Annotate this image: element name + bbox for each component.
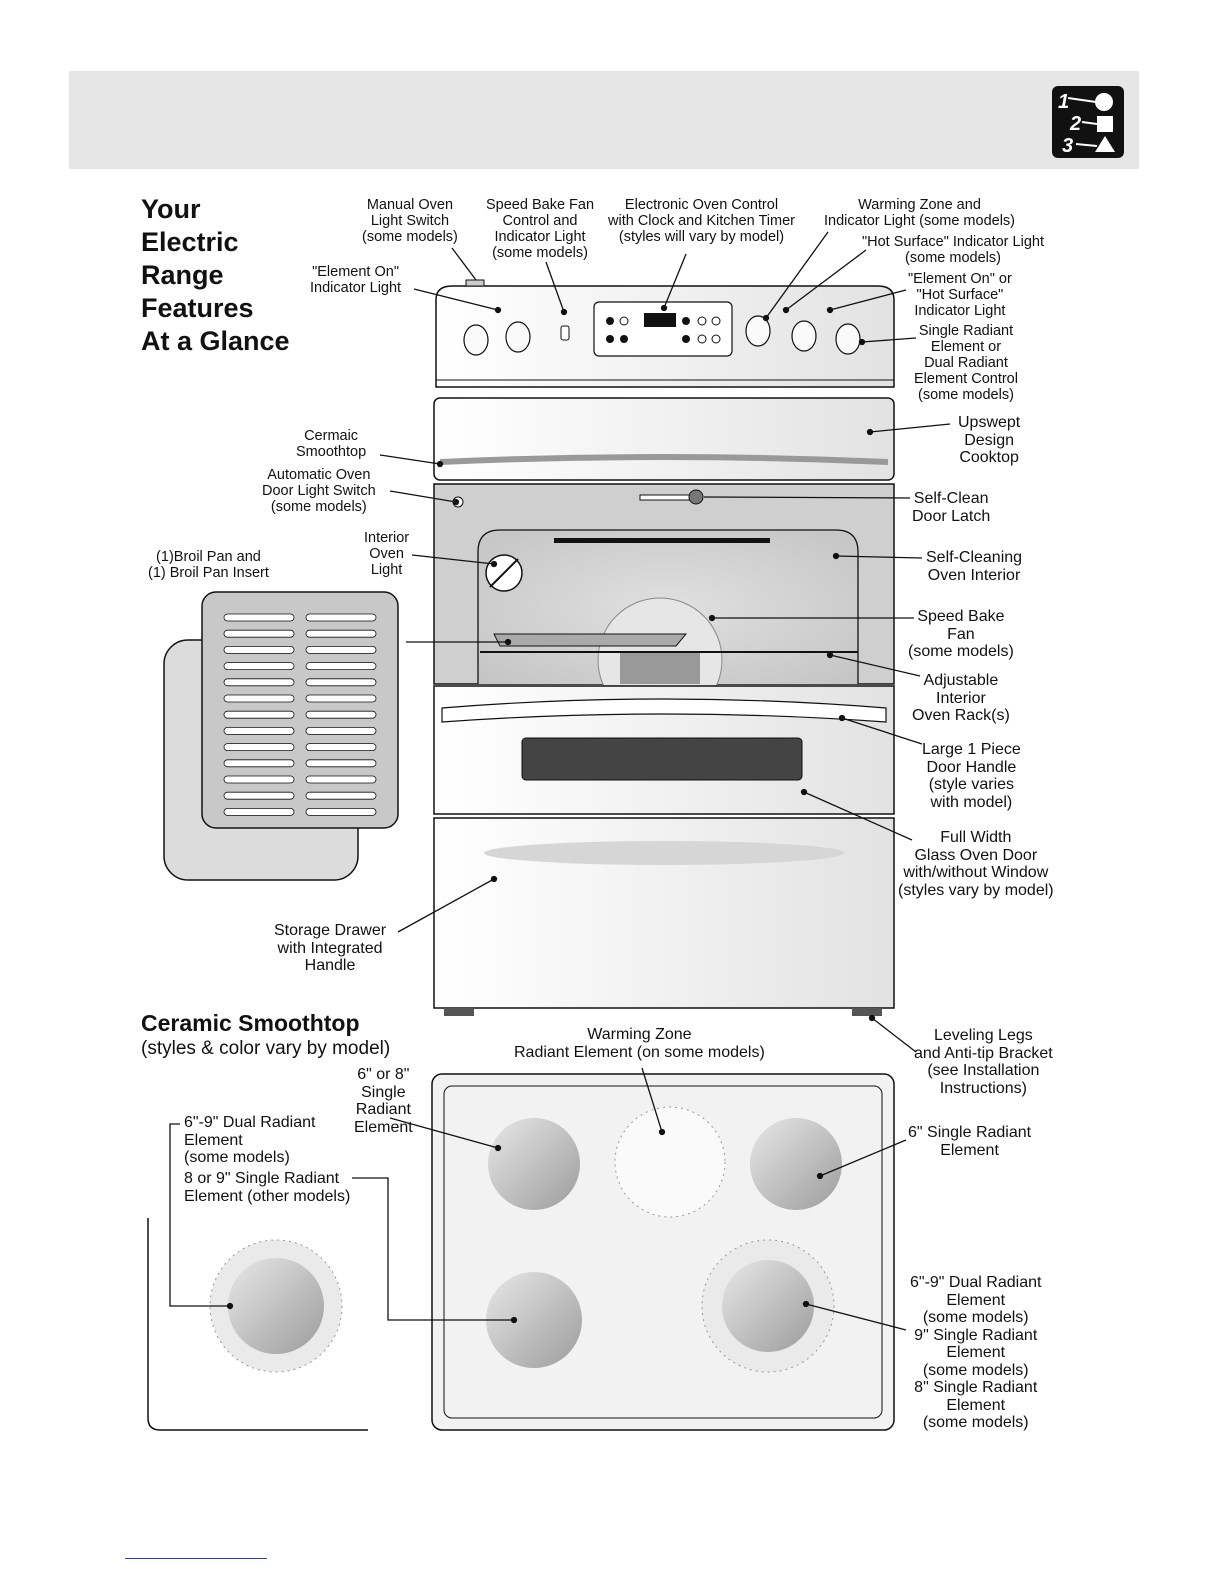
label-single-6-or-8: 6" or 8" Single Radiant Element bbox=[354, 1066, 413, 1136]
broil-slot bbox=[305, 759, 377, 768]
label-speed-bake-fan: Speed Bake Fan (some models) bbox=[908, 608, 1014, 660]
broil-slot bbox=[223, 775, 295, 784]
broil-slot bbox=[223, 694, 295, 703]
label-broil-pan: (1)Broil Pan and (1) Broil Pan Insert bbox=[148, 549, 269, 581]
broil-slot bbox=[305, 791, 377, 800]
leader-lines bbox=[169, 231, 951, 1331]
title-line: Your bbox=[141, 194, 201, 224]
label-upswept-cooktop: Upswept Design Cooktop bbox=[958, 414, 1021, 466]
label-auto-door-light: Automatic Oven Door Light Switch (some m… bbox=[262, 467, 376, 515]
label-self-clean-latch: Self-Clean Door Latch bbox=[912, 490, 991, 525]
label-element-on-or-hot-surface: "Element On" or "Hot Surface" Indicator … bbox=[908, 271, 1012, 319]
burner-right-front bbox=[722, 1260, 814, 1352]
cooktop-heading: Ceramic Smoothtop bbox=[141, 1010, 360, 1036]
page-title: Your Electric Range Features At a Glance bbox=[141, 193, 290, 358]
svg-text:3: 3 bbox=[1062, 135, 1073, 157]
cooktop-front bbox=[433, 397, 895, 481]
cooktop-top-view bbox=[147, 1073, 895, 1431]
broil-slot bbox=[305, 629, 377, 638]
broil-slot bbox=[223, 629, 295, 638]
title-line: Features bbox=[141, 293, 254, 323]
footer-link-underline bbox=[125, 1558, 267, 1559]
broil-slot bbox=[305, 743, 377, 751]
broil-slot bbox=[223, 662, 295, 670]
title-line: At a Glance bbox=[141, 326, 290, 356]
label-warming-zone-element: Warming Zone Radiant Element (on some mo… bbox=[514, 1026, 765, 1061]
warming-zone bbox=[614, 1106, 726, 1218]
broil-slot bbox=[223, 808, 295, 816]
broil-slot bbox=[223, 791, 295, 800]
broil-slot bbox=[305, 710, 377, 719]
broil-slot bbox=[223, 743, 295, 751]
label-manual-oven-light: Manual Oven Light Switch (some models) bbox=[362, 197, 458, 245]
cooktop-subheading: (styles & color vary by model) bbox=[141, 1038, 391, 1059]
label-dual-6-9-right: 6"-9" Dual Radiant Element (some models)… bbox=[910, 1274, 1042, 1431]
label-leveling-legs: Leveling Legs and Anti-tip Bracket (see … bbox=[914, 1027, 1053, 1097]
control-knob bbox=[463, 315, 861, 356]
label-storage-drawer: Storage Drawer with Integrated Handle bbox=[274, 922, 387, 974]
burner-detail bbox=[228, 1258, 324, 1354]
oven-door bbox=[433, 685, 895, 815]
steps-badge-icon: 1 2 3 bbox=[1052, 86, 1124, 158]
burner-left-front bbox=[486, 1272, 582, 1368]
label-ceramic-smoothtop: Cermaic Smoothtop bbox=[296, 428, 367, 460]
title-line: Electric bbox=[141, 227, 239, 257]
broil-slot bbox=[305, 662, 377, 670]
label-self-cleaning-interior: Self-Cleaning Oven Interior bbox=[926, 549, 1023, 584]
burner-right-rear bbox=[750, 1118, 842, 1210]
label-element-on-indicator: "Element On" Indicator Light bbox=[310, 264, 402, 296]
svg-text:2: 2 bbox=[1069, 113, 1081, 135]
broil-slot bbox=[223, 613, 295, 622]
title-line: Range bbox=[141, 260, 224, 290]
label-interior-light: Interior Oven Light bbox=[364, 530, 410, 578]
label-door-handle: Large 1 Piece Door Handle (style varies … bbox=[922, 741, 1021, 811]
label-warming-zone-indicator: Warming Zone and Indicator Light (some m… bbox=[824, 197, 1015, 229]
broil-slot bbox=[305, 808, 377, 816]
broil-slot bbox=[305, 694, 377, 703]
label-element-control: Single Radiant Element or Dual Radiant E… bbox=[914, 323, 1018, 403]
broil-slot bbox=[305, 727, 377, 735]
broil-slot bbox=[223, 646, 295, 654]
broil-slot bbox=[223, 759, 295, 768]
label-dual-6-9-left: 6"-9" Dual Radiant Element (some models) bbox=[184, 1114, 316, 1166]
svg-text:1: 1 bbox=[1058, 91, 1069, 113]
broil-pan-slots bbox=[223, 613, 377, 816]
control-panel bbox=[435, 279, 895, 388]
broil-slot bbox=[305, 646, 377, 654]
label-electronic-oven-control: Electronic Oven Control with Clock and K… bbox=[608, 197, 795, 245]
header-band bbox=[69, 71, 1139, 169]
burner-left-rear bbox=[488, 1118, 580, 1210]
broil-slot bbox=[223, 678, 295, 687]
broil-slot bbox=[223, 710, 295, 719]
label-glass-door: Full Width Glass Oven Door with/without … bbox=[898, 829, 1054, 899]
broil-slot bbox=[305, 678, 377, 687]
label-single-6-right: 6" Single Radiant Element bbox=[908, 1124, 1032, 1159]
label-single-8-or-9: 8 or 9" Single Radiant Element (other mo… bbox=[184, 1170, 351, 1205]
label-adjustable-rack: Adjustable Interior Oven Rack(s) bbox=[912, 672, 1010, 724]
broil-slot bbox=[223, 727, 295, 735]
label-speed-bake-fan-control: Speed Bake Fan Control and Indicator Lig… bbox=[486, 197, 595, 261]
storage-drawer bbox=[433, 817, 895, 1016]
label-hot-surface-indicator: "Hot Surface" Indicator Light (some mode… bbox=[862, 234, 1044, 266]
broil-slot bbox=[305, 775, 377, 784]
broil-slot bbox=[305, 613, 377, 622]
